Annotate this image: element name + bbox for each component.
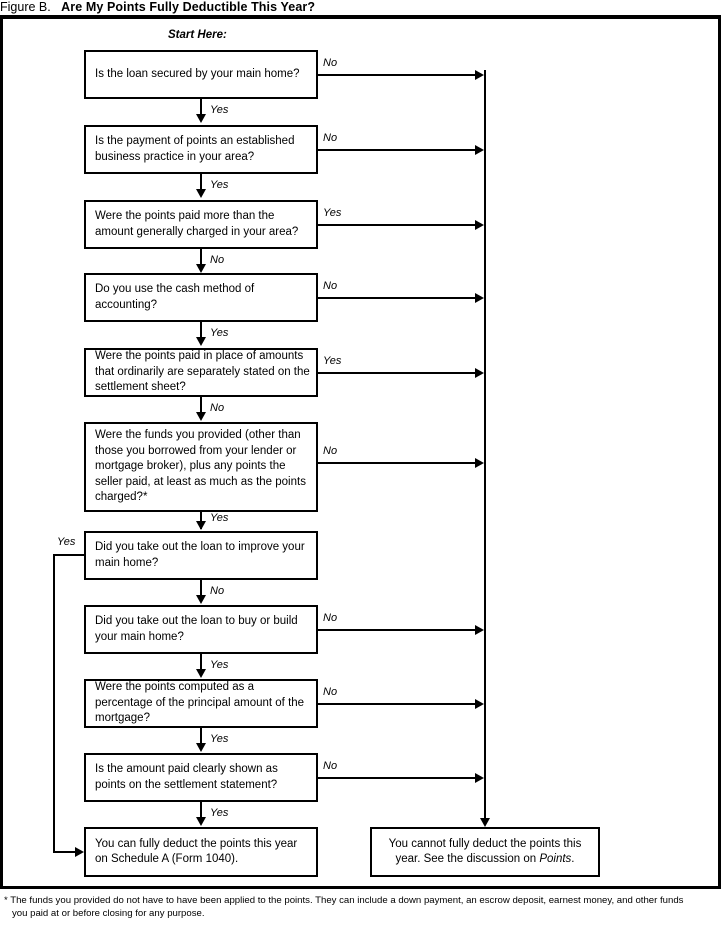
terminal-box-fully-deductible-text: You can fully deduct the points this yea… [95,837,298,866]
edge-q5-no-arrowhead [196,412,206,421]
decision-box-points-more-than-charged-text: Were the points paid more than the amoun… [95,210,299,238]
edge-q4-yes-arrowhead [196,337,206,346]
edge-label-q10-yes: Yes [210,807,229,819]
edge-q4-yes [200,322,202,339]
decision-box-amount-shown-as-points[interactable]: Is the amount paid clearly shown as poin… [84,753,318,802]
edge-q6-yes [200,512,202,529]
decision-box-funds-provided-text: Were the funds you provided (other than … [95,429,306,504]
edge-label-q9-no: No [323,686,338,698]
edge-q1-no-arrowhead [475,70,484,80]
decision-box-loan-secured-text: Is the loan secured by your main home? [95,67,300,80]
decision-box-buy-or-build[interactable]: Did you take out the loan to buy or buil… [84,605,318,654]
edge-q3-no [200,249,202,266]
edge-label-q1-no: No [323,57,338,69]
decision-box-points-in-place-of-amounts[interactable]: Were the points paid in place of amounts… [84,348,318,397]
edge-label-q5-yes: Yes [323,355,342,367]
edge-q5-no [200,397,202,414]
edge-q8-no [318,629,476,631]
decision-box-buy-or-build-text: Did you take out the loan to buy or buil… [95,615,298,643]
terminal-box-fully-deductible[interactable]: You can fully deduct the points this yea… [84,827,318,877]
edge-q3-no-arrowhead [196,264,206,273]
edge-label-q10-no: No [323,760,338,772]
figure-title-text: Are My Points Fully Deductible This Year… [61,0,316,14]
decision-box-cash-method[interactable]: Do you use the cash method of accounting… [84,273,318,322]
edge-q1-yes [200,99,202,116]
edge-q4-no [318,297,476,299]
edge-q6-no [318,462,476,464]
decision-box-business-practice[interactable]: Is the payment of points an established … [84,125,318,174]
decision-box-points-percentage-text: Were the points computed as a percentage… [95,681,305,725]
edge-q8-no-arrowhead [475,625,484,635]
edge-label-q6-yes: Yes [210,512,229,524]
edge-q6-no-arrowhead [475,458,484,468]
decision-box-points-percentage[interactable]: Were the points computed as a percentage… [84,679,318,728]
edge-q2-yes [200,174,202,191]
edge-q6-yes-arrowhead [196,521,206,530]
edge-q7-no [200,580,202,597]
edge-label-q9-yes: Yes [210,733,229,745]
edge-q7-no-arrowhead [196,595,206,604]
edge-q5-yes [318,372,476,374]
decision-box-points-in-place-of-amounts-text: Were the points paid in place of amounts… [95,350,310,394]
edge-label-q7-no: No [210,585,225,597]
decision-box-points-more-than-charged[interactable]: Were the points paid more than the amoun… [84,200,318,249]
edge-label-q8-yes: Yes [210,659,229,671]
decision-box-loan-secured[interactable]: Is the loan secured by your main home? [84,50,318,99]
edge-q2-no-arrowhead [475,145,484,155]
footnote-marker: * [4,895,8,906]
edge-q5-yes-arrowhead [475,368,484,378]
edge-q1-yes-arrowhead [196,114,206,123]
edge-q7-yes-into-pass [53,851,76,853]
edge-q3-yes-arrowhead [475,220,484,230]
decision-box-cash-method-text: Do you use the cash method of accounting… [95,283,255,311]
edge-q4-no-arrowhead [475,293,484,303]
edge-label-q2-yes: Yes [210,179,229,191]
edge-q2-no [318,149,476,151]
edge-q10-no [318,777,476,779]
edge-label-q3-yes: Yes [323,207,342,219]
edge-label-q2-no: No [323,132,338,144]
edge-label-q3-no: No [210,254,225,266]
no-collector-line [484,70,486,825]
edge-q1-no [318,74,476,76]
decision-box-amount-shown-as-points-text: Is the amount paid clearly shown as poin… [95,763,278,791]
edge-q9-no-arrowhead [475,699,484,709]
start-here-label: Start Here: [168,29,227,41]
figure-frame [0,19,721,889]
edge-label-q1-yes: Yes [210,104,229,116]
edge-label-q5-no: No [210,402,225,414]
no-collector-arrowhead [480,818,490,827]
edge-q7-yes-horizontal [53,554,84,556]
footnote: * The funds you provided do not have to … [4,895,718,920]
terminal-box-not-fully-deductible-text: You cannot fully deduct the points this … [388,837,582,866]
edge-q9-no [318,703,476,705]
edge-label-q6-no: No [323,445,338,457]
title-rule [0,15,721,19]
edge-q3-yes [318,224,476,226]
figure-title: Figure B. Are My Points Fully Deductible… [0,0,721,16]
edge-q9-yes-arrowhead [196,743,206,752]
edge-q7-yes-arrowhead [75,847,84,857]
edge-label-q7-yes: Yes [57,536,76,548]
points-reference: Points [539,853,572,865]
edge-q8-yes [200,654,202,671]
decision-box-funds-provided[interactable]: Were the funds you provided (other than … [84,422,318,512]
figure-label: Figure B. [0,0,51,14]
edge-q10-yes [200,802,202,819]
edge-q10-no-arrowhead [475,773,484,783]
edge-q9-yes [200,728,202,745]
edge-q2-yes-arrowhead [196,189,206,198]
edge-label-q8-no: No [323,612,338,624]
decision-box-business-practice-text: Is the payment of points an established … [95,135,295,163]
footnote-line-1: The funds you provided do not have to ha… [7,895,684,906]
edge-q10-yes-arrowhead [196,817,206,826]
edge-q8-yes-arrowhead [196,669,206,678]
decision-box-improve-main-home-text: Did you take out the loan to improve you… [95,541,305,569]
footnote-line-2: you paid at or before closing for any pu… [12,907,205,919]
edge-q7-yes-vertical [53,554,55,853]
edge-label-q4-yes: Yes [210,327,229,339]
edge-label-q4-no: No [323,280,338,292]
terminal-box-not-fully-deductible[interactable]: You cannot fully deduct the points this … [370,827,600,877]
decision-box-improve-main-home[interactable]: Did you take out the loan to improve you… [84,531,318,580]
